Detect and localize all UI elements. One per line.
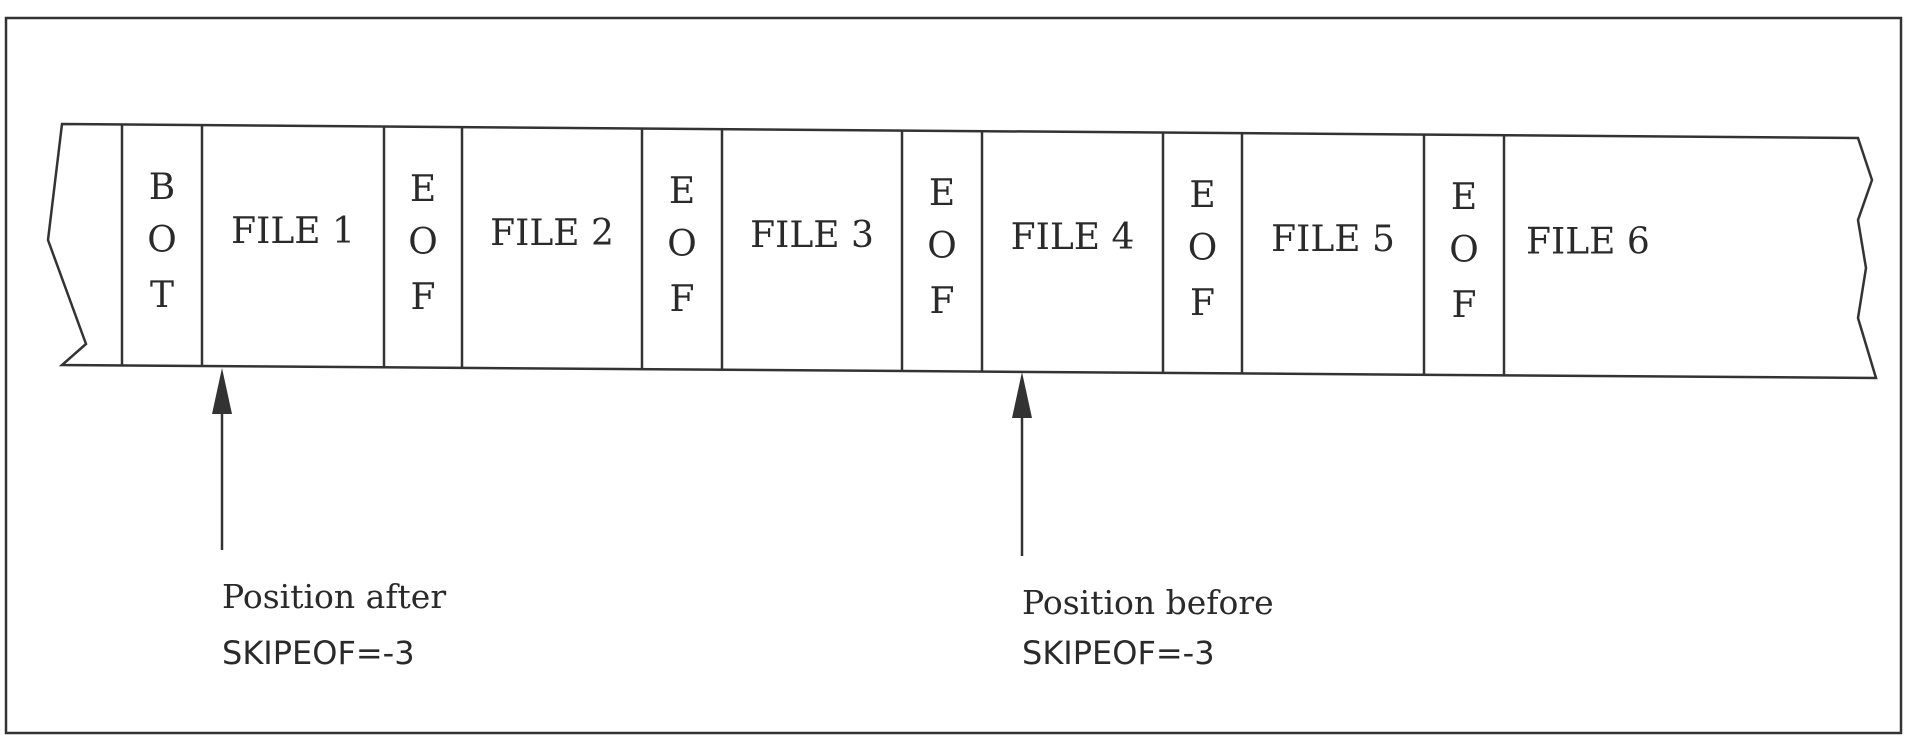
file-label: FILE 1 bbox=[231, 211, 355, 252]
marker-letter: F bbox=[930, 281, 955, 322]
marker-letter: F bbox=[670, 279, 695, 320]
marker-letter: O bbox=[147, 220, 177, 261]
tape-outline bbox=[46, 122, 1878, 380]
marker-letter: F bbox=[1190, 283, 1215, 324]
marker-letter: T bbox=[150, 275, 174, 316]
marker-letter: O bbox=[927, 226, 957, 267]
diagram-frame bbox=[4, 16, 1903, 735]
marker-letter: O bbox=[408, 222, 438, 263]
marker-letter: B bbox=[149, 167, 175, 208]
arrow-after-head-icon bbox=[212, 368, 232, 414]
marker-letter: O bbox=[1188, 228, 1218, 269]
marker-letter: O bbox=[667, 224, 697, 265]
caption-after-line1: Position after bbox=[222, 577, 446, 616]
marker-letter: O bbox=[1449, 230, 1479, 271]
caption-before-line2: SKIPEOF=-3 bbox=[1022, 634, 1215, 672]
marker-letter: E bbox=[669, 171, 695, 212]
marker-letter: E bbox=[1451, 177, 1477, 218]
marker-letter: E bbox=[410, 169, 436, 210]
caption-before-line1: Position before bbox=[1022, 583, 1274, 622]
arrow-position-before bbox=[1012, 372, 1032, 556]
arrow-position-after bbox=[212, 368, 232, 550]
file-label: FILE 6 bbox=[1526, 222, 1650, 263]
marker-letter: E bbox=[1189, 175, 1215, 216]
marker-letter: E bbox=[929, 173, 955, 214]
caption-after-line2: SKIPEOF=-3 bbox=[222, 634, 415, 672]
marker-letter: F bbox=[411, 277, 436, 318]
file-label: FILE 5 bbox=[1271, 219, 1395, 260]
file-label: FILE 4 bbox=[1011, 217, 1135, 258]
arrow-before-head-icon bbox=[1012, 372, 1032, 418]
file-label: FILE 3 bbox=[750, 215, 874, 256]
file-label: FILE 2 bbox=[490, 213, 614, 254]
marker-letter: F bbox=[1452, 285, 1477, 326]
